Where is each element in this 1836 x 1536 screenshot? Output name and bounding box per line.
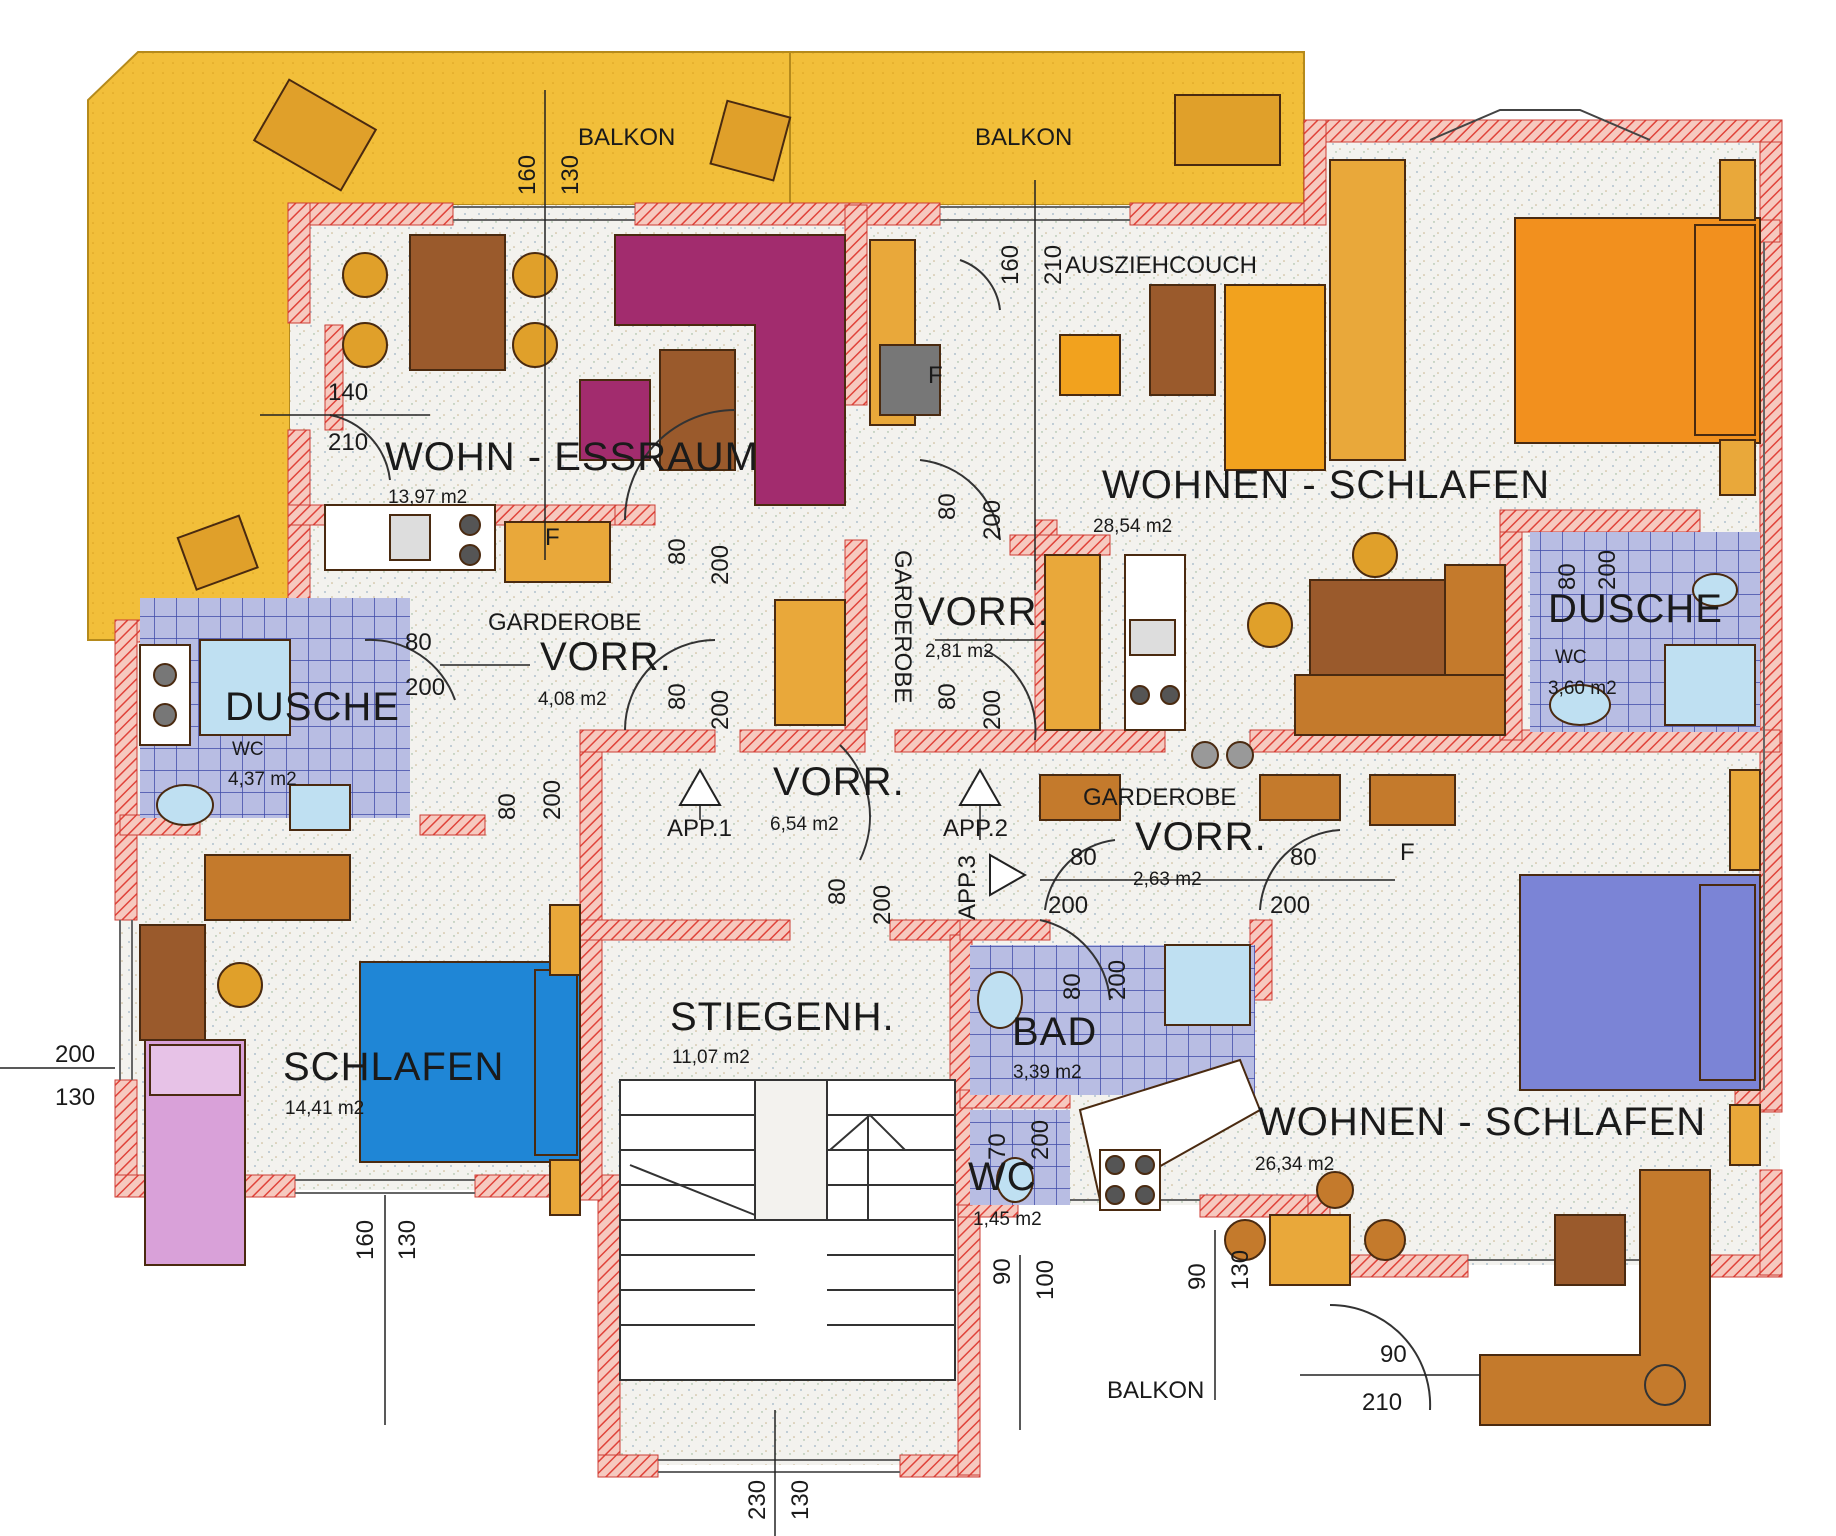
room-name-schlafen: SCHLAFEN (283, 1045, 504, 1089)
label-app3: APP.3 (954, 855, 981, 920)
dim-130-e: 130 (787, 1480, 814, 1520)
room-area-vorr-main: 6,54 m2 (770, 814, 839, 835)
label-app2: APP.2 (943, 815, 1008, 842)
label-ausziehcouch: AUSZIEHCOUCH (1065, 252, 1257, 279)
dim-200-h: 200 (869, 885, 896, 925)
room-area-dusche-1: 4,37 m2 (228, 769, 297, 790)
dim-210-c: 210 (1362, 1389, 1402, 1416)
dim-200-f: 200 (979, 690, 1006, 730)
dim-200-c: 200 (1594, 550, 1621, 590)
room-area-bad: 3,39 m2 (1013, 1062, 1082, 1083)
room-name-stiegenh: STIEGENH. (670, 995, 895, 1039)
room-name-wohnen-schlafen-1: WOHNEN - SCHLAFEN (1102, 463, 1550, 507)
app1-marker (678, 767, 722, 806)
fold-out-couch (1224, 284, 1326, 471)
room-area-vorr-2: 2,81 m2 (925, 641, 994, 662)
app3-marker (989, 853, 1028, 897)
label-wc-1: WC (232, 739, 264, 760)
room-name-wohnen-schlafen-2: WOHNEN - SCHLAFEN (1258, 1100, 1706, 1144)
room-area-wohn-essraum: 13,97 m2 (388, 487, 467, 508)
balcony-label-2: BALKON (975, 124, 1072, 151)
room-name-vorr-2: VORR. (918, 590, 1050, 634)
room-area-dusche-2: 3,60 m2 (1548, 678, 1617, 699)
room-name-vorr-1: VORR. (540, 635, 672, 679)
label-garderobe-3: GARDEROBE (1083, 784, 1236, 811)
room-area-vorr-3: 2,63 m2 (1133, 869, 1202, 890)
dim-80-f: 80 (934, 683, 961, 710)
balcony-label-1: BALKON (578, 124, 675, 151)
label-app1: APP.1 (667, 815, 732, 842)
label-garderobe-2: GARDEROBE (889, 550, 916, 703)
room-area-vorr-1: 4,08 m2 (538, 689, 607, 710)
room-area-wohnen-schlafen-1: 28,54 m2 (1093, 516, 1172, 537)
room-area-schlafen: 14,41 m2 (285, 1098, 364, 1119)
room-name-wc: WC (968, 1155, 1037, 1199)
dim-130-d: 130 (1227, 1250, 1254, 1290)
dim-80-e: 80 (664, 683, 691, 710)
labels: BALKON BALKON BALKON WOHN - ESSRAUM 13,9… (225, 124, 1723, 1404)
room-name-bad: BAD (1012, 1010, 1097, 1054)
dim-200-g: 200 (539, 780, 566, 820)
dim-90-a: 90 (989, 1258, 1016, 1285)
dining-table (409, 234, 506, 371)
apartment-markers (678, 767, 1028, 897)
fridge-mark-3: F (1400, 839, 1415, 866)
room-area-wc: 1,45 m2 (973, 1209, 1042, 1230)
dim-80-g: 80 (494, 793, 521, 820)
dim-90-b: 90 (1184, 1263, 1211, 1290)
dim-80-i: 80 (1070, 844, 1097, 871)
furniture (139, 78, 1761, 1426)
label-wc-2: WC (1555, 647, 1587, 668)
staircase (619, 1079, 956, 1381)
dim-160-c: 160 (352, 1220, 379, 1260)
room-name-vorr-3: VORR. (1135, 815, 1267, 859)
dim-200-l: 200 (1027, 1120, 1054, 1160)
dim-130-b: 130 (55, 1084, 95, 1111)
dim-200-b: 200 (979, 500, 1006, 540)
dim-160-a: 160 (514, 155, 541, 195)
dim-200-k: 200 (1104, 960, 1131, 1000)
dimension-labels: 160 130 140 210 160 210 80 200 80 200 80… (55, 155, 1621, 1520)
dim-210-b: 210 (1040, 245, 1067, 285)
dim-200-i: 200 (1048, 892, 1088, 919)
room-name-dusche-2: DUSCHE (1548, 587, 1723, 631)
fridge-mark-2: F (928, 362, 943, 389)
fridge-mark-1: F (545, 524, 560, 551)
corner-sofa (614, 234, 846, 506)
dim-140: 140 (328, 379, 368, 406)
dim-80-j: 80 (1290, 844, 1317, 871)
dim-80-d: 80 (405, 629, 432, 656)
label-garderobe-1: GARDEROBE (488, 609, 641, 636)
dim-70: 70 (984, 1133, 1011, 1160)
balcony-label-3: BALKON (1107, 1377, 1204, 1404)
doors (329, 259, 1432, 1411)
dim-200-j: 200 (1270, 892, 1310, 919)
dim-90-c: 90 (1380, 1341, 1407, 1368)
dim-80-h: 80 (824, 878, 851, 905)
dim-100: 100 (1032, 1260, 1059, 1300)
dim-200-e: 200 (707, 690, 734, 730)
app2-marker (958, 767, 1002, 806)
dim-200-d: 200 (405, 674, 445, 701)
dim-80-c: 80 (1554, 563, 1581, 590)
room-name-wohn-essraum: WOHN - ESSRAUM (385, 435, 759, 479)
room-area-stiegenh: 11,07 m2 (672, 1047, 750, 1068)
dim-80-k: 80 (1059, 973, 1086, 1000)
room-name-dusche-1: DUSCHE (225, 685, 400, 729)
dim-210-a: 210 (328, 429, 368, 456)
dim-230: 230 (744, 1480, 771, 1520)
dim-130-c: 130 (394, 1220, 421, 1260)
dim-80-a: 80 (664, 538, 691, 565)
dim-200-m: 200 (55, 1041, 95, 1068)
room-area-wohnen-schlafen-2: 26,34 m2 (1255, 1154, 1334, 1175)
dim-80-b: 80 (934, 493, 961, 520)
dim-200-a: 200 (707, 545, 734, 585)
dim-160-b: 160 (997, 245, 1024, 285)
dimension-lines (0, 90, 1480, 1536)
room-name-vorr-main: VORR. (773, 760, 905, 804)
dim-130-a: 130 (557, 155, 584, 195)
